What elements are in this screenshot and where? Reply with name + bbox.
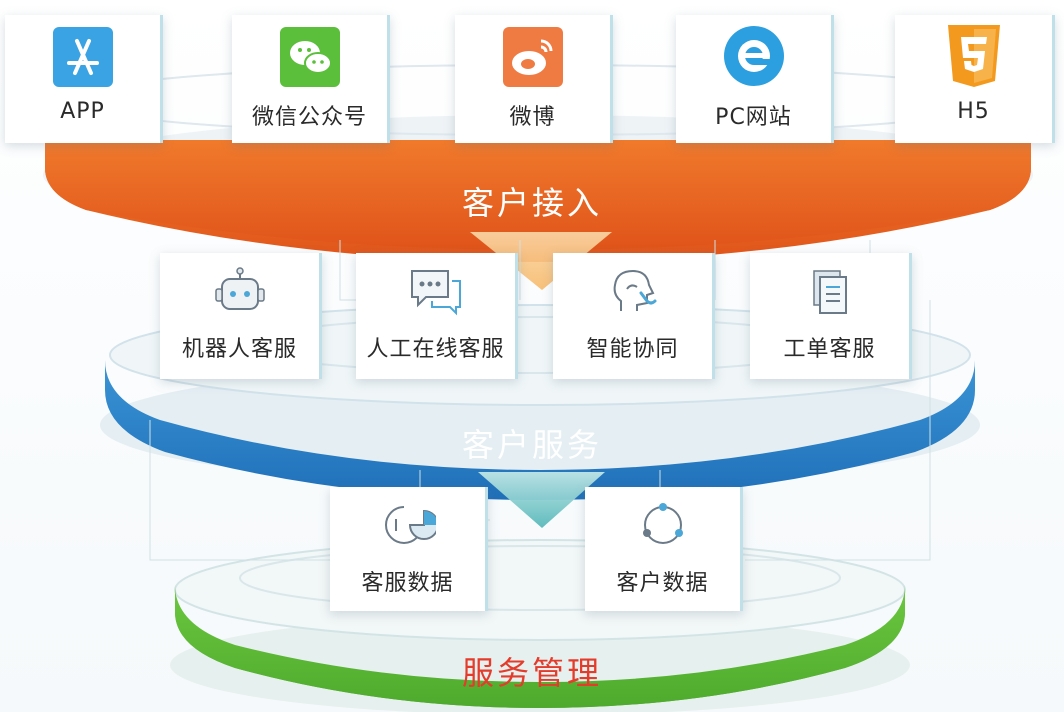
data-chart-icon — [384, 506, 436, 544]
html5-icon — [947, 25, 1000, 87]
channel-card-weibo[interactable]: 微博 — [455, 15, 613, 143]
weibo-icon — [502, 27, 563, 87]
manage-card-customer-data[interactable]: 客户数据 — [585, 487, 743, 611]
channel-card-app[interactable]: APP — [5, 15, 163, 143]
manage-label: 客服数据 — [361, 571, 454, 596]
manage-band-face — [175, 585, 905, 708]
channel-card-wechat[interactable]: 微信公众号 — [232, 15, 390, 143]
service-card-collab[interactable]: 智能协同 — [553, 253, 715, 379]
service-label: 智能协同 — [586, 337, 679, 362]
service-arrow — [478, 472, 605, 528]
headset-person-icon — [613, 269, 656, 311]
manage-disc-ring — [239, 545, 841, 611]
service-card-live-chat[interactable]: 人工在线客服 — [356, 253, 518, 379]
cycle-nodes-icon — [642, 503, 683, 544]
ie-browser-icon — [723, 26, 784, 86]
manage-label: 客户数据 — [616, 571, 709, 596]
channel-label: APP — [60, 99, 105, 124]
manage-band-label: 服务管理 — [461, 654, 602, 692]
manage-disc-top — [174, 539, 906, 641]
wechat-icon — [279, 27, 340, 87]
channel-label: 微信公众号 — [251, 105, 367, 130]
robot-icon — [214, 267, 265, 310]
app-store-icon — [52, 27, 113, 87]
service-card-ticket[interactable]: 工单客服 — [750, 253, 912, 379]
access-band-label: 客户接入 — [461, 184, 602, 222]
access-band-face — [45, 140, 1031, 250]
channel-label: H5 — [957, 99, 990, 124]
document-icon — [812, 270, 847, 314]
service-band-label: 客户服务 — [461, 426, 602, 464]
channel-label: PC网站 — [715, 105, 792, 130]
chat-bubbles-icon — [410, 270, 461, 316]
service-label: 工单客服 — [783, 337, 876, 362]
service-band — [105, 360, 975, 500]
manage-card-agent-data[interactable]: 客服数据 — [330, 487, 488, 611]
service-card-robot[interactable]: 机器人客服 — [160, 253, 322, 379]
service-label: 机器人客服 — [181, 337, 297, 362]
channel-label: 微博 — [509, 105, 556, 130]
service-label: 人工在线客服 — [366, 337, 505, 362]
access-arrow — [470, 232, 612, 290]
channel-card-h5[interactable]: H5 — [895, 15, 1055, 143]
channel-card-pc[interactable]: PC网站 — [676, 15, 834, 143]
